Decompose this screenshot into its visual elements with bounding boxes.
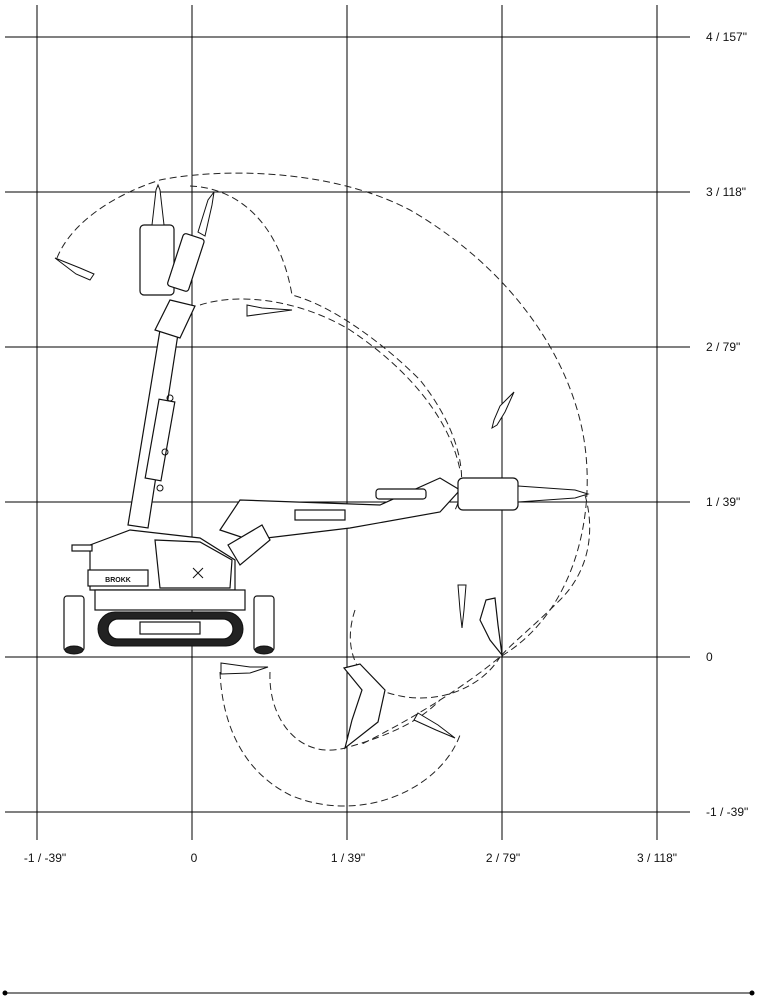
y-tick-label: 4 / 157" (706, 30, 747, 44)
x-tick-label: 0 (191, 851, 198, 865)
breaker-upper-tilted (167, 233, 205, 292)
low-reach-envelope (219, 671, 461, 807)
scale-bar-end-right (749, 990, 755, 996)
breaker-horizontal (457, 477, 519, 511)
pin (161, 448, 169, 456)
machine-logo: BROKK (105, 577, 131, 584)
chisel-right-upper (491, 391, 515, 430)
breaker-chisel-horizontal (517, 485, 590, 503)
undercarriage (63, 589, 275, 655)
breaker-chisel-upright (151, 183, 165, 226)
outrigger-right (253, 595, 275, 652)
grid (5, 5, 690, 840)
center-mark (192, 567, 204, 579)
machine-body: BROKK (71, 524, 271, 591)
arm-joint (154, 299, 196, 339)
reach-envelopes (56, 172, 591, 807)
outrigger-left-foot (64, 645, 84, 655)
raised-arm (127, 183, 215, 529)
pin (156, 484, 164, 492)
y-tick-labels: 4 / 157" 3 / 118" 2 / 79" 1 / 39" 0 -1 /… (706, 30, 748, 819)
arm-cylinder (144, 398, 176, 482)
extended-arm (219, 477, 590, 541)
chisel-far-left (54, 257, 95, 281)
bucket-lower (342, 663, 386, 750)
chisel-upper-mid (246, 304, 293, 317)
chassis (94, 589, 246, 611)
x-tick-labels: -1 / -39" 0 1 / 39" 2 / 79" 3 / 118" (24, 851, 677, 865)
under-reach-envelope (349, 609, 501, 699)
logo-plate (87, 569, 149, 587)
outrigger-left (63, 595, 85, 652)
x-tick-label: -1 / -39" (24, 851, 66, 865)
rear-handle (71, 544, 93, 552)
x-tick-label: 3 / 118" (637, 851, 677, 865)
outer-reach-envelope (56, 172, 588, 746)
scale-bar-end-left (2, 990, 8, 996)
body-cover (154, 539, 233, 589)
bucket-right (479, 597, 503, 658)
middle-reach-envelope (199, 298, 461, 471)
chisel-lower-right (457, 584, 467, 629)
y-tick-label: -1 / -39" (706, 805, 748, 819)
scale-bar (2, 990, 755, 996)
arm-horizontal-cylinder (294, 509, 346, 521)
outrigger-right-foot (254, 645, 274, 655)
inner-reach-envelope (189, 185, 463, 511)
x-tick-label: 1 / 39" (331, 851, 365, 865)
boom-base (227, 524, 271, 566)
y-tick-label: 0 (706, 650, 713, 664)
y-tick-label: 1 / 39" (706, 495, 740, 509)
chisel-below (413, 712, 456, 739)
right-lower-envelope (499, 494, 591, 658)
tool-positions (54, 257, 515, 739)
buckets (342, 597, 503, 750)
x-tick-label: 2 / 79" (486, 851, 520, 865)
arm-upper-cylinder (375, 488, 427, 500)
track-frame (139, 621, 201, 635)
y-tick-label: 3 / 118" (706, 185, 746, 199)
breaker-chisel-tilted (197, 191, 215, 237)
chisel-ground (220, 662, 269, 675)
y-tick-label: 2 / 79" (706, 340, 740, 354)
pin (166, 394, 174, 402)
